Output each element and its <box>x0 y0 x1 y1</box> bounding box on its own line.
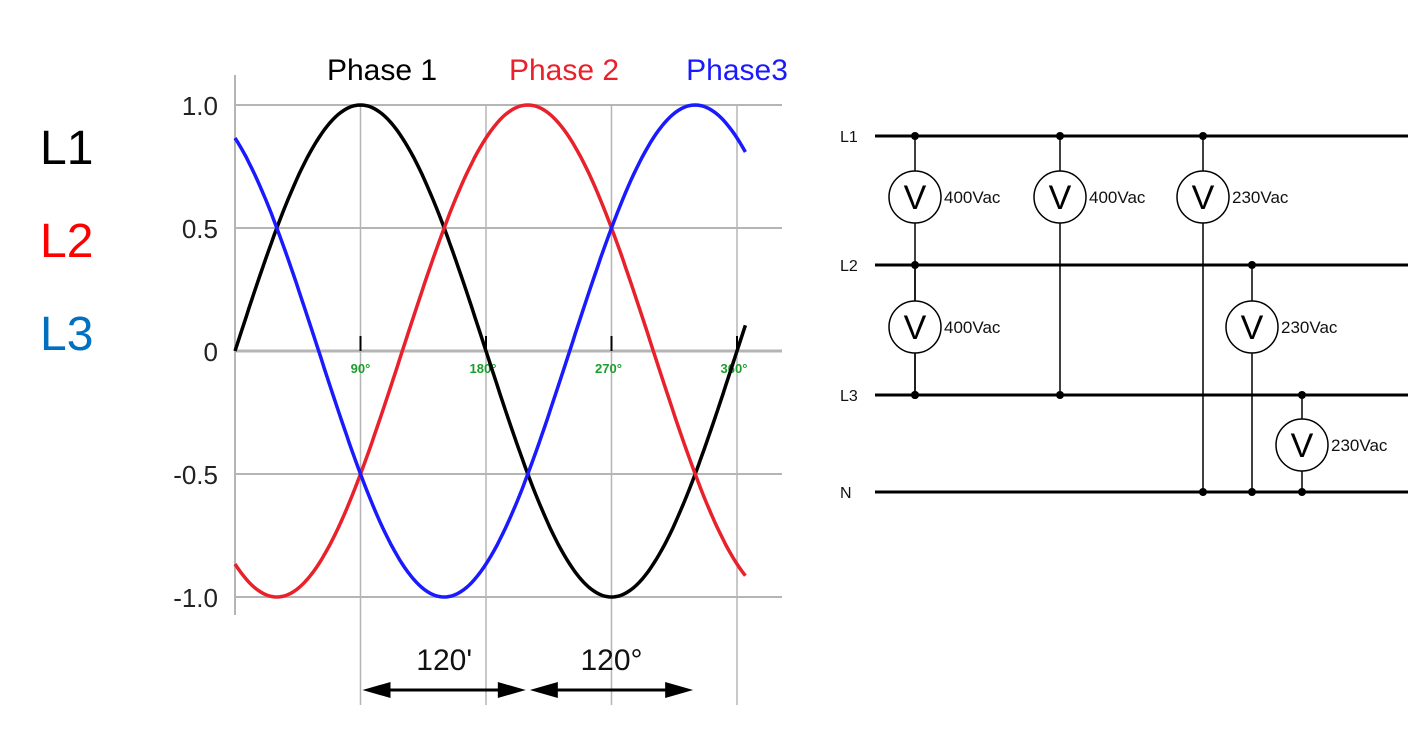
junction-dot <box>1248 488 1256 496</box>
voltmeter-reading: 230Vac <box>1232 188 1289 207</box>
voltmeter-reading: 230Vac <box>1331 436 1388 455</box>
y-tick-label: -0.5 <box>173 460 218 490</box>
bus-label: L3 <box>840 388 858 405</box>
voltmeter-symbol: V <box>904 179 927 217</box>
y-tick-label: 0.5 <box>182 214 218 244</box>
voltmeter-reading: 400Vac <box>1089 188 1146 207</box>
junction-dot <box>1199 132 1207 140</box>
legend-label-l2: L2 <box>40 215 94 268</box>
x-tick-label: 360° <box>721 361 748 376</box>
chart-grid <box>234 75 782 705</box>
series-line-2 <box>233 103 747 599</box>
y-tick-label: -1.0 <box>173 583 218 613</box>
junction-dot <box>1298 488 1306 496</box>
voltmeter-reading: 230Vac <box>1281 318 1338 337</box>
y-tick-label: 0 <box>204 337 218 367</box>
junction-dot <box>911 261 919 269</box>
junction-dot <box>911 391 919 399</box>
series-legend: Phase 1 Phase 2 Phase3 <box>327 54 788 87</box>
junction-dot <box>1199 488 1207 496</box>
junction-dot <box>1056 391 1064 399</box>
y-tick-label: 1.0 <box>182 91 218 121</box>
x-tick-labels: 90°180°270°360° <box>351 361 748 376</box>
series-name: Phase 1 <box>327 54 437 87</box>
series-name: Phase3 <box>686 54 788 87</box>
voltmeter-symbol: V <box>1192 179 1215 217</box>
bus-label: N <box>840 485 852 502</box>
junction-dot <box>911 391 919 399</box>
voltmeter-reading: 400Vac <box>944 318 1001 337</box>
annotation-label: 120' <box>416 644 472 677</box>
voltmeter-symbol: V <box>904 309 927 347</box>
voltmeter-circle <box>1275 418 1329 472</box>
annotation-arrowhead <box>529 682 558 698</box>
junction-dot <box>1248 261 1256 269</box>
sine-curves <box>233 103 748 599</box>
x-tick-label: 90° <box>351 361 371 376</box>
legend-label-l1: L1 <box>40 122 94 175</box>
legend-label-l3: L3 <box>40 308 94 361</box>
phase-shift-annotations: 120' 120° <box>362 644 694 698</box>
voltmeter-circle <box>888 170 942 224</box>
voltmeter-symbol: V <box>1241 309 1264 347</box>
annotation-arrowhead <box>497 682 526 698</box>
series-name: Phase 2 <box>509 54 619 87</box>
voltmeter-circle <box>1033 170 1087 224</box>
series-line-3 <box>233 103 747 599</box>
junction-dot <box>1298 391 1306 399</box>
annotation-arrowhead <box>665 682 694 698</box>
voltmeter-circle <box>1176 170 1230 224</box>
annotation-arrowhead <box>362 682 391 698</box>
bus-label: L1 <box>840 129 858 146</box>
voltmeter-circle <box>1225 300 1279 354</box>
series-line-1 <box>233 103 748 599</box>
voltmeter-symbol: V <box>1291 427 1314 465</box>
x-tick-label: 270° <box>595 361 622 376</box>
bus-label: L2 <box>840 258 858 275</box>
voltmeter-circle <box>888 300 942 354</box>
annotation-label: 120° <box>580 644 642 677</box>
junction-dot <box>911 132 919 140</box>
voltmeter-reading: 400Vac <box>944 188 1001 207</box>
junction-dot <box>1056 132 1064 140</box>
voltmeter-symbol: V <box>1049 179 1072 217</box>
y-tick-labels: 1.0 0.5 0 -0.5 -1.0 <box>173 91 218 613</box>
